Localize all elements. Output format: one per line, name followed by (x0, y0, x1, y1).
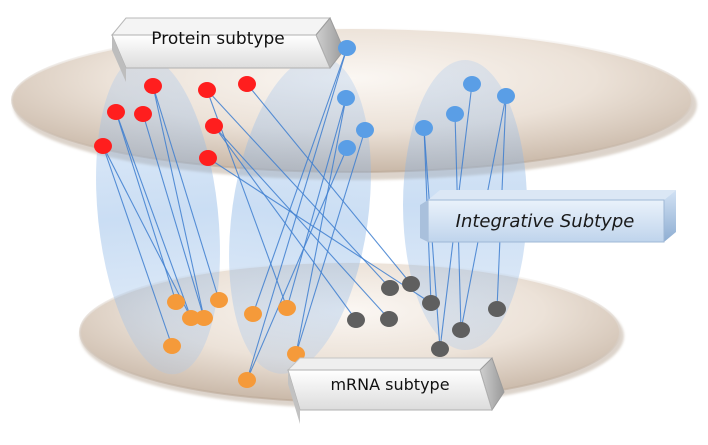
link-line (102, 145, 192, 319)
protein-red-dot (198, 82, 216, 98)
integrative-subtype-label: Integrative Subtype (456, 211, 635, 232)
protein-red-dot (238, 76, 256, 92)
protein-label-box: Protein subtype (110, 17, 345, 82)
mrna-orange-dot (210, 292, 228, 308)
link-line (206, 89, 391, 289)
mrna-gray-dot (431, 341, 449, 357)
protein-blue-dot (337, 90, 355, 106)
protein-blue-dot (446, 106, 464, 122)
link-line (246, 47, 348, 381)
link-line (152, 85, 205, 319)
link-line (207, 157, 432, 304)
protein-blue-dot (338, 140, 356, 156)
protein-red-dot (205, 118, 223, 134)
protein-red-dot (134, 106, 152, 122)
mrna-orange-dot (182, 310, 200, 326)
protein-blue-dot (497, 88, 515, 104)
protein-blue-dot (463, 76, 481, 92)
protein-red-dot (144, 78, 162, 94)
mrna-orange-dot (167, 294, 185, 310)
protein-subtype-label: Protein subtype (151, 29, 284, 49)
protein-red-dot (107, 104, 125, 120)
link-line (286, 97, 347, 309)
mrna-subtype-label: mRNA subtype (330, 375, 449, 394)
mrna-gray-dot (381, 280, 399, 296)
mrna-gray-dot (402, 276, 420, 292)
link-line (295, 129, 366, 355)
link-line (115, 111, 192, 319)
subtype-dots (94, 40, 515, 388)
protein-blue-dot (338, 40, 356, 56)
cluster-column-1 (96, 55, 220, 375)
mrna-gray-dot (380, 311, 398, 327)
mrna-gray-dot (422, 295, 440, 311)
protein-red-dot (94, 138, 112, 154)
protein-blue-dot (356, 122, 374, 138)
link-line (142, 113, 205, 319)
mrna-orange-dot (195, 310, 213, 326)
link-line (295, 97, 347, 355)
mrna-orange-dot (163, 338, 181, 354)
link-line (252, 47, 348, 315)
link-line (102, 145, 173, 347)
mrna-gray-dot (488, 301, 506, 317)
mrna-gray-dot (452, 322, 470, 338)
mrna-gray-dot (347, 312, 365, 328)
protein-blue-dot (415, 120, 433, 136)
mrna-orange-dot (244, 306, 262, 322)
integrative-label-box: Integrative Subtype (420, 190, 676, 243)
mrna-orange-dot (238, 372, 256, 388)
link-line (152, 85, 220, 301)
link-line (213, 125, 390, 320)
mrna-orange-dot (278, 300, 296, 316)
mrna-label-box: mRNA subtype (286, 357, 505, 424)
protein-red-dot (199, 150, 217, 166)
link-line (246, 147, 348, 381)
